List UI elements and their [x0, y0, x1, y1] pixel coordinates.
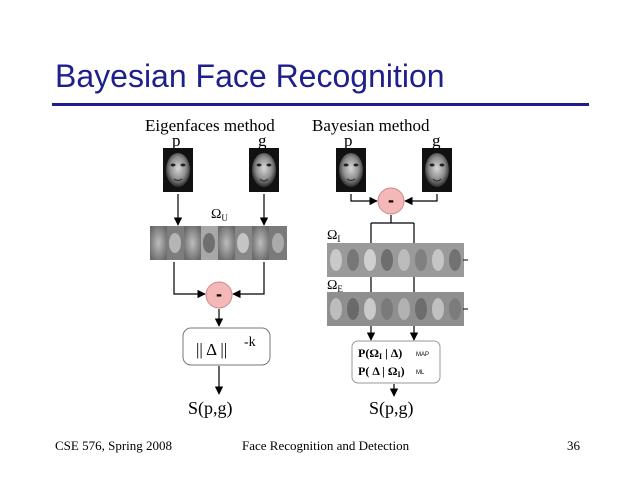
- norm-exponent: -k: [244, 335, 256, 350]
- slide-title: Bayesian Face Recognition: [55, 58, 445, 94]
- footer-page-number: 36: [567, 438, 580, 453]
- eigen-difference-symbol: -: [216, 284, 222, 304]
- bayes-probe-face-image: [336, 148, 366, 192]
- eigen-gallery-label: g: [258, 131, 267, 150]
- eigen-difference-node: -: [205, 281, 233, 309]
- eigen-probe-face-image: [163, 148, 193, 192]
- bayes-difference-node: -: [377, 187, 405, 215]
- probability-box: P(ΩI | Δ) MAP P( Δ | ΩI) ML: [351, 340, 441, 384]
- norm-expression: || Δ ||: [196, 340, 227, 359]
- eigenfaces-strip-image: [150, 226, 287, 260]
- eigen-probe-label: p: [172, 131, 181, 150]
- bayes-output-score: S(p,g): [369, 398, 414, 419]
- norm-box: || Δ || -k: [182, 327, 271, 366]
- bayes-probe-label: p: [344, 131, 353, 150]
- bayes-gallery-face-image: [422, 148, 452, 192]
- ml-formula: P( Δ | ΩI): [358, 364, 405, 379]
- intra-subspace-label: ΩI: [327, 228, 340, 244]
- bayesian-heading: Bayesian method: [312, 116, 430, 135]
- footer-course: CSE 576, Spring 2008: [55, 438, 173, 453]
- ml-tag: ML: [416, 370, 425, 376]
- bayes-gallery-label: g: [432, 131, 441, 150]
- intrapersonal-eigenfaces-strip-image: [327, 243, 464, 277]
- eigen-output-score: S(p,g): [188, 398, 233, 419]
- map-formula: P(ΩI | Δ): [358, 346, 402, 361]
- eigen-subspace-label: ΩU: [211, 207, 228, 223]
- extrapersonal-eigenfaces-strip-image: [327, 292, 464, 326]
- extra-subspace-label: ΩE: [327, 278, 343, 294]
- map-tag: MAP: [416, 352, 429, 358]
- eigen-gallery-face-image: [249, 148, 279, 192]
- bayes-difference-symbol: -: [388, 190, 394, 210]
- eigenfaces-heading: Eigenfaces method: [145, 116, 275, 135]
- title-underline: [52, 103, 589, 106]
- footer-topic: Face Recognition and Detection: [242, 438, 410, 453]
